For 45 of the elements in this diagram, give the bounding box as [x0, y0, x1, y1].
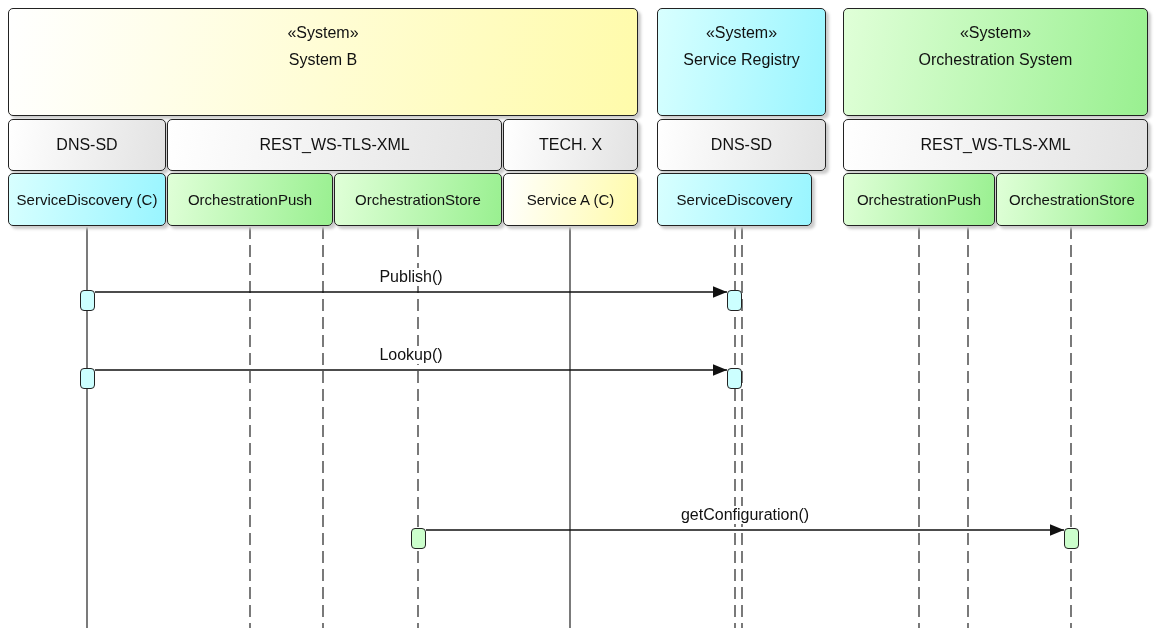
component-box [167, 173, 333, 226]
component-box [996, 173, 1148, 226]
component-box [8, 173, 166, 226]
protocol-name: DNS-SD [710, 135, 773, 156]
component-name: OrchestrationStore [355, 190, 481, 209]
component-name: OrchestrationPush [856, 190, 982, 209]
stereotype-label: «System» [287, 23, 359, 43]
protocol-box [843, 119, 1148, 171]
system-box [843, 8, 1148, 116]
component-box [843, 173, 995, 226]
protocol-name: REST_WS-TLS-XML [259, 135, 410, 156]
protocol-name: DNS-SD [56, 135, 118, 156]
activation-box [411, 528, 426, 549]
stereotype-label: «System» [705, 23, 778, 43]
component-name: ServiceDiscovery [676, 190, 793, 209]
activation-box [727, 290, 742, 311]
message-label: Publish() [377, 268, 445, 286]
activation-box [80, 290, 95, 311]
message-arrow [94, 286, 728, 298]
protocol-box [503, 119, 638, 171]
activation-box [727, 368, 742, 389]
component-name: Service A (C) [526, 190, 615, 209]
system-name: Orchestration System [918, 50, 1073, 71]
component-box [657, 173, 812, 226]
message-arrow [94, 364, 728, 376]
protocol-name: REST_WS-TLS-XML [920, 135, 1071, 156]
protocol-box [657, 119, 826, 171]
system-box [8, 8, 638, 116]
protocol-name: TECH. X [538, 135, 603, 156]
activation-box [80, 368, 95, 389]
component-box [334, 173, 502, 226]
system-box [657, 8, 826, 116]
system-name: System B [288, 50, 358, 71]
component-name: OrchestrationStore [1009, 190, 1135, 209]
stereotype-label: «System» [959, 23, 1032, 43]
activation-box [1064, 528, 1079, 549]
message-label: Lookup() [377, 346, 445, 364]
message-arrow [425, 524, 1065, 536]
protocol-box [8, 119, 166, 171]
message-label: getConfiguration() [678, 506, 812, 524]
component-name: OrchestrationPush [187, 190, 313, 209]
component-name: ServiceDiscovery (C) [16, 190, 158, 209]
component-box [503, 173, 638, 226]
system-name: Service Registry [683, 50, 800, 71]
protocol-box [167, 119, 502, 171]
